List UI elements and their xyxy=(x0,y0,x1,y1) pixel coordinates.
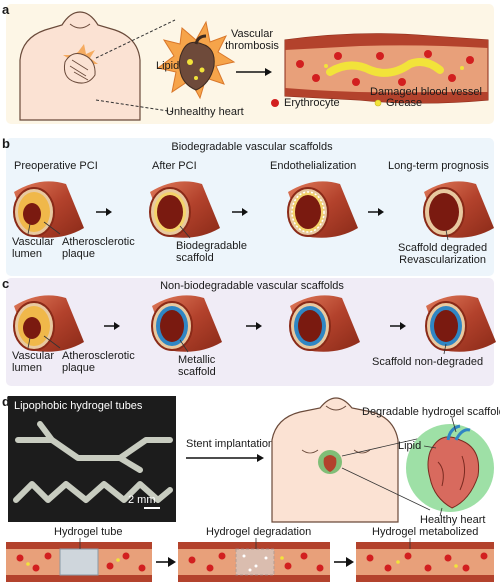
non-degraded-label: Scaffold non-degraded xyxy=(372,356,484,368)
erythrocyte-legend-label: Erythrocyte xyxy=(284,97,340,109)
step-after-pci: After PCI xyxy=(152,160,197,172)
scale-bar-label: 2 mm xyxy=(128,494,156,506)
panel-c xyxy=(6,278,494,386)
vascular-lumen-label-b: Vascular lumen xyxy=(12,236,54,260)
biodegradable-scaffold-label: Biodegradable scaffold xyxy=(176,240,247,264)
panel-b-label: b xyxy=(2,136,10,151)
unhealthy-heart-label: Unhealthy heart xyxy=(166,106,244,118)
degradable-scaffold-label: Degradable hydrogel scaffold xyxy=(362,406,500,418)
stent-implantation-label: Stent implantation xyxy=(186,438,275,450)
hydrogel-tube-label: Hydrogel tube xyxy=(54,526,123,538)
atherosclerotic-plaque-label-c: Atherosclerotic plaque xyxy=(62,350,135,374)
panel-c-title: Non-biodegradable vascular scaffolds xyxy=(160,280,344,292)
step-preoperative: Preoperative PCI xyxy=(14,160,98,172)
lipid-label-d: Lipid xyxy=(398,440,422,452)
lipid-label-a: Lipid xyxy=(156,60,180,72)
patient-torso xyxy=(19,11,141,121)
scaffold-degraded-label: Scaffold degraded Revascularization xyxy=(398,242,488,266)
panel-b-title: Biodegradable vascular scaffolds xyxy=(171,141,333,153)
photo-title: Lipophobic hydrogel tubes xyxy=(14,400,143,412)
damaged-vessel xyxy=(284,33,489,104)
panel-c-label: c xyxy=(2,276,10,291)
vessel-hydrogel-tube xyxy=(6,542,152,582)
vascular-thrombosis-label: Vascular thrombosis xyxy=(225,28,279,52)
vessel-hydrogel-metabolized xyxy=(356,542,494,582)
grease-legend-icon xyxy=(374,99,382,107)
vessel-hydrogel-degradation xyxy=(178,542,330,582)
metallic-scaffold-label: Metallic scaffold xyxy=(178,354,216,378)
healthy-heart-label: Healthy heart xyxy=(420,514,486,526)
unhealthy-heart-icon xyxy=(156,20,236,100)
panel-b xyxy=(6,138,494,276)
panel-a-illustration xyxy=(19,11,489,121)
healthy-heart-icon xyxy=(406,424,494,512)
hydrogel-metabolized-label: Hydrogel metabolized xyxy=(372,526,479,538)
grease-legend-label: Grease xyxy=(386,97,423,109)
panel-a-label: a xyxy=(2,2,10,17)
panel-d-label: d xyxy=(2,394,10,409)
hydrogel-degradation-label: Hydrogel degradation xyxy=(206,526,312,538)
erythrocyte-legend-icon xyxy=(271,99,279,107)
atherosclerotic-plaque-label-b: Atherosclerotic plaque xyxy=(62,236,135,260)
step-long-term: Long-term prognosis xyxy=(388,160,489,172)
step-endothelialization: Endothelialization xyxy=(270,160,357,172)
vascular-lumen-label-c: Vascular lumen xyxy=(12,350,54,374)
damaged-vessel-label: Damaged blood vessel xyxy=(370,86,482,98)
